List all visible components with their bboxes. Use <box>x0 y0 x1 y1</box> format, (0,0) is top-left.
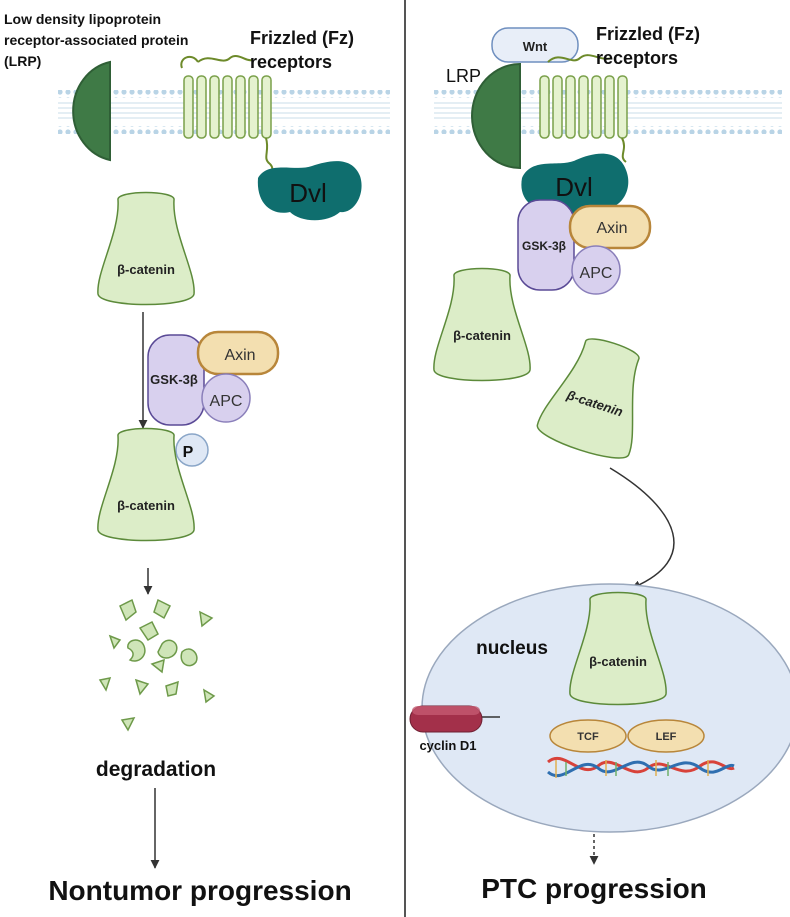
destruction-complex-right: GSK-3β Axin APC <box>517 199 652 295</box>
fz-label-left: Frizzled (Fz) receptors <box>250 28 359 72</box>
fz-label-right: Frizzled (Fz) receptors <box>596 24 705 68</box>
ptc-outcome-label: PTC progression <box>481 873 707 904</box>
nontumor-outcome-label: Nontumor progression <box>48 875 351 906</box>
tcf-factor: TCF <box>549 719 627 753</box>
left-panel: Low density lipoprotein receptor-associa… <box>4 11 390 906</box>
svg-text:GSK-3β: GSK-3β <box>522 239 566 253</box>
frizzled-receptor-right <box>539 54 628 163</box>
dna-helix <box>547 756 735 778</box>
svg-text:Wnt: Wnt <box>523 39 548 54</box>
svg-text:LEF: LEF <box>656 731 677 743</box>
svg-text:β-catenin: β-catenin <box>453 328 511 343</box>
gsk3b-left <box>147 334 205 426</box>
lrp-receptor-right <box>471 62 521 170</box>
cyclin-d1: cyclin D1 <box>409 705 483 753</box>
svg-text:cyclin D1: cyclin D1 <box>419 738 476 753</box>
beta-catenin-phospho-left: β-catenin <box>97 427 195 542</box>
lrp-label-right: LRP <box>446 66 481 86</box>
degraded-fragments <box>98 598 216 732</box>
wnt-ligand: Wnt <box>491 27 579 63</box>
svg-text:APC: APC <box>580 265 613 282</box>
svg-text:P: P <box>183 444 194 461</box>
arrow-to-nucleus <box>609 467 675 590</box>
svg-text:β-catenin: β-catenin <box>117 262 175 277</box>
svg-text:TCF: TCF <box>577 731 599 743</box>
svg-text:GSK-3β: GSK-3β <box>150 372 198 387</box>
svg-text:APC: APC <box>210 393 243 410</box>
lef-factor: LEF <box>627 719 705 753</box>
beta-catenin-tilted-right: β-catenin <box>533 327 661 466</box>
nucleus-label: nucleus <box>476 638 548 659</box>
svg-text:Axin: Axin <box>596 220 627 237</box>
dvl-protein-left: Dvl <box>257 161 362 221</box>
beta-catenin-free-right: β-catenin <box>433 267 531 382</box>
axin-left <box>196 330 280 376</box>
apc-right <box>571 245 621 295</box>
degradation-label: degradation <box>96 758 216 781</box>
beta-catenin-top-left: β-catenin <box>97 191 195 306</box>
beta-catenin-nuclear: β-catenin <box>569 591 667 706</box>
lrp-full-label: Low density lipoprotein receptor-associa… <box>4 11 192 69</box>
destruction-complex-left: GSK-3β Axin APC <box>147 330 280 426</box>
phosphate-group: P <box>175 433 209 467</box>
dvl-label-left: Dvl <box>289 178 327 208</box>
frizzled-receptor-left <box>180 55 274 181</box>
svg-text:Axin: Axin <box>224 347 255 364</box>
svg-text:β-catenin: β-catenin <box>589 654 647 669</box>
svg-text:β-catenin: β-catenin <box>117 498 175 513</box>
right-panel: Wnt LRP Frizzled (Fz) receptors <box>409 24 790 904</box>
gsk3b-right <box>517 199 575 291</box>
lrp-receptor <box>72 60 111 162</box>
axin-right <box>568 204 652 250</box>
dvl-label-right: Dvl <box>555 172 593 202</box>
apc-left <box>201 373 251 423</box>
